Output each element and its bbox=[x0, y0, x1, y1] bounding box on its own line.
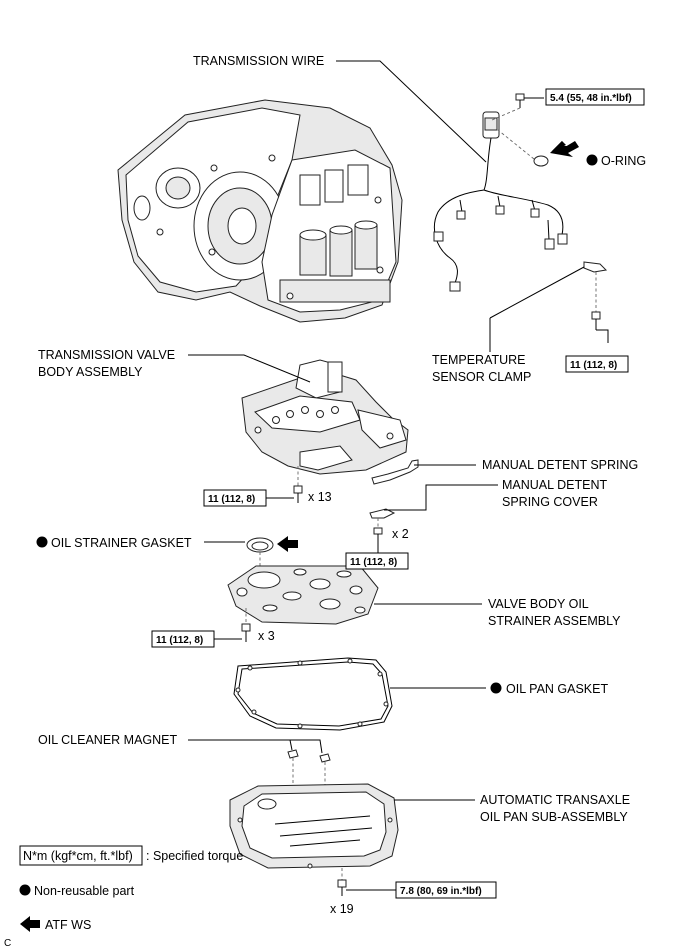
torque-valve-body-bolt: 11 (112, 8) bbox=[208, 494, 255, 505]
transaxle-case bbox=[117, 99, 403, 323]
legend-non-reusable: Non-reusable part bbox=[34, 884, 135, 898]
oil-cleaner-magnets bbox=[287, 749, 331, 794]
non-reusable-dot-o-ring bbox=[586, 154, 598, 166]
label-oil-pan-2: OIL PAN SUB-ASSEMBLY bbox=[480, 810, 628, 824]
label-manual-detent-spring: MANUAL DETENT SPRING bbox=[482, 458, 638, 472]
atf-arrow-gasket bbox=[277, 536, 298, 552]
o-ring bbox=[497, 129, 549, 167]
label-strainer-2: STRAINER ASSEMBLY bbox=[488, 614, 621, 628]
label-temperature-sensor-clamp-2: SENSOR CLAMP bbox=[432, 370, 531, 384]
torque-box-pan-bolt: 7.8 (80, 69 in.*lbf) bbox=[395, 881, 497, 899]
manual-detent-spring bbox=[371, 459, 419, 485]
label-oil-strainer-gasket: OIL STRAINER GASKET bbox=[51, 536, 192, 550]
oil-strainer bbox=[227, 565, 379, 625]
label-transmission-wire: TRANSMISSION WIRE bbox=[193, 54, 324, 68]
label-oil-pan-1: AUTOMATIC TRANSAXLE bbox=[480, 793, 630, 807]
qty-cover-bolts: x 2 bbox=[392, 527, 409, 541]
legend-torque-desc: : Specified torque bbox=[146, 849, 243, 863]
label-temperature-sensor-clamp-1: TEMPERATURE bbox=[432, 353, 526, 367]
manual-detent-spring-cover bbox=[369, 508, 396, 544]
oil-pan-gasket bbox=[233, 657, 393, 731]
corner-code: C bbox=[4, 938, 11, 949]
label-manual-detent-spring-cover-1: MANUAL DETENT bbox=[502, 478, 607, 492]
legend-atf-arrow bbox=[20, 916, 40, 932]
oil-strainer-gasket bbox=[246, 537, 274, 570]
torque-box-valve-body-bolt: 11 (112, 8) bbox=[203, 489, 267, 507]
legend-non-reusable-dot bbox=[19, 884, 31, 896]
legend-atf: ATF WS bbox=[45, 918, 91, 932]
transmission-wire bbox=[433, 111, 568, 292]
strainer-bolt bbox=[241, 608, 251, 642]
torque-box-clamp-bolt: 11 (112, 8) bbox=[565, 355, 629, 373]
label-valve-body-2: BODY ASSEMBLY bbox=[38, 365, 143, 379]
label-strainer-1: VALVE BODY OIL bbox=[488, 597, 589, 611]
valve-body bbox=[241, 359, 409, 475]
atf-arrow-o-ring-shape bbox=[550, 141, 579, 157]
wire-bolt bbox=[491, 93, 525, 121]
label-oil-pan-gasket: OIL PAN GASKET bbox=[506, 682, 608, 696]
torque-wire-bolt: 5.4 (55, 48 in.*lbf) bbox=[550, 93, 632, 104]
qty-valve-body-bolts: x 13 bbox=[308, 490, 332, 504]
torque-pan-bolt: 7.8 (80, 69 in.*lbf) bbox=[400, 886, 482, 897]
non-reusable-dot-oil-pan-gasket bbox=[490, 682, 502, 694]
non-reusable-dot-strainer-gasket bbox=[36, 536, 48, 548]
label-manual-detent-spring-cover-2: SPRING COVER bbox=[502, 495, 598, 509]
valve-body-bolt bbox=[293, 466, 303, 503]
leader-lines bbox=[188, 60, 609, 891]
qty-strainer-bolts: x 3 bbox=[258, 629, 275, 643]
torque-box-cover-bolt: 11 (112, 8) bbox=[345, 552, 409, 570]
torque-box-wire-bolt: 5.4 (55, 48 in.*lbf) bbox=[545, 88, 645, 106]
label-o-ring: O-RING bbox=[601, 154, 646, 168]
torque-strainer-bolt: 11 (112, 8) bbox=[156, 635, 203, 646]
legend-torque-unit: N*m (kgf*cm, ft.*lbf) bbox=[23, 849, 133, 863]
oil-pan bbox=[229, 783, 399, 869]
torque-clamp-bolt: 11 (112, 8) bbox=[570, 360, 617, 371]
label-valve-body-1: TRANSMISSION VALVE bbox=[38, 348, 175, 362]
torque-box-strainer-bolt: 11 (112, 8) bbox=[151, 630, 215, 648]
qty-pan-bolts: x 19 bbox=[330, 902, 354, 916]
oil-pan-bolt bbox=[337, 868, 347, 896]
legend: N*m (kgf*cm, ft.*lbf) : Specified torque… bbox=[19, 845, 243, 932]
torque-cover-bolt: 11 (112, 8) bbox=[350, 557, 397, 568]
temperature-sensor-clamp bbox=[583, 261, 608, 330]
label-oil-cleaner-magnet: OIL CLEANER MAGNET bbox=[38, 733, 178, 747]
